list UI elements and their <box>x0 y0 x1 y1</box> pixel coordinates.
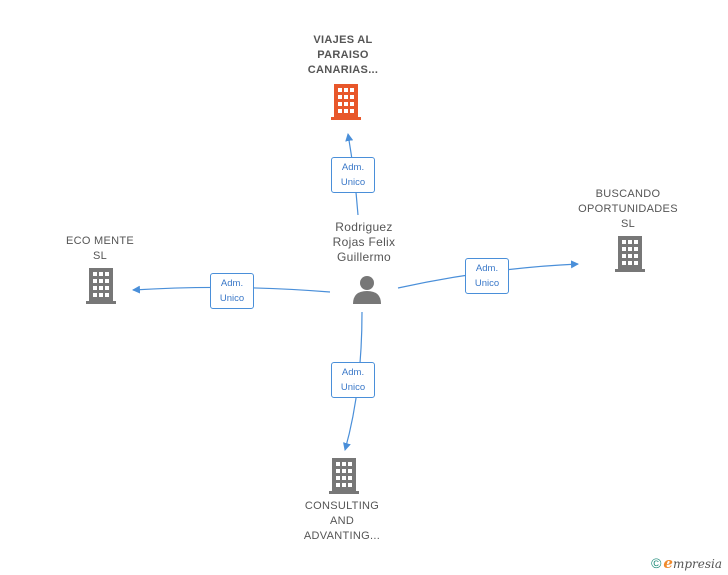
role-badge-buscando[interactable]: Adm. Unico <box>465 258 509 294</box>
building-icon[interactable] <box>85 268 117 304</box>
role-badge-consulting[interactable]: Adm. Unico <box>331 362 375 398</box>
building-icon[interactable] <box>614 236 646 272</box>
company-label-consulting[interactable]: CONSULTING AND ADVANTING... <box>303 500 381 542</box>
person-label[interactable]: Rodriguez Rojas Felix Guillermo <box>332 220 396 264</box>
empresia-logo[interactable]: ©empresia <box>651 554 722 572</box>
company-label-buscando[interactable]: BUSCANDO OPORTUNIDADES SL <box>578 188 678 230</box>
company-label-eco[interactable]: ECO MENTE SL <box>65 235 135 262</box>
person-icon[interactable] <box>352 274 382 304</box>
role-badge-eco[interactable]: Adm. Unico <box>210 273 254 309</box>
building-icon[interactable] <box>328 458 360 494</box>
copyright-symbol: © <box>651 555 662 571</box>
building-icon[interactable] <box>330 84 362 120</box>
company-label-viajes[interactable]: VIAJES AL PARAISO CANARIAS... <box>307 34 379 76</box>
brand-name: mpresia <box>672 557 722 571</box>
brand-initial: e <box>663 554 673 572</box>
role-badge-viajes[interactable]: Adm. Unico <box>331 157 375 193</box>
